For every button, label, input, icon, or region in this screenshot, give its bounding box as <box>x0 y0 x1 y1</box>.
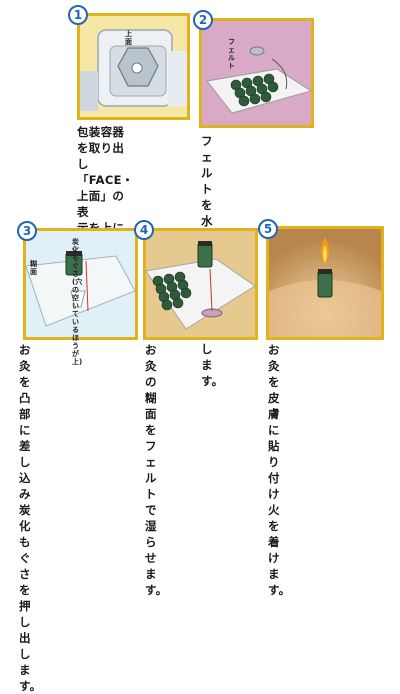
label-carbonized-moxa: 炭化もぐさ (穴の空いているほうが上) <box>72 238 83 366</box>
label-glue-side: 糊面 <box>30 260 37 276</box>
step-2-badge: 2 <box>193 10 213 30</box>
step-3-badge: 3 <box>17 221 37 241</box>
step-4-illustration <box>143 228 258 340</box>
step-5-caption: お灸を皮膚に貼り付 け火を着けます。 <box>268 343 291 597</box>
step-3-illustration <box>23 228 138 340</box>
step-4-caption: お灸の糊面をフェル トで湿らせます。 <box>145 343 168 597</box>
step-5-badge: 5 <box>258 219 278 239</box>
label-top-face: 上面 <box>125 30 132 46</box>
step-4-badge: 4 <box>134 220 154 240</box>
label-felt: フェルト <box>228 38 235 70</box>
step-1-badge: 1 <box>68 5 88 25</box>
step-1-illustration <box>77 13 190 120</box>
step-2-illustration <box>199 18 314 128</box>
step-3-caption: お灸を凸部に差し込 み炭化もぐさを押し 出します。 <box>19 343 42 693</box>
step-5-illustration <box>266 226 384 340</box>
